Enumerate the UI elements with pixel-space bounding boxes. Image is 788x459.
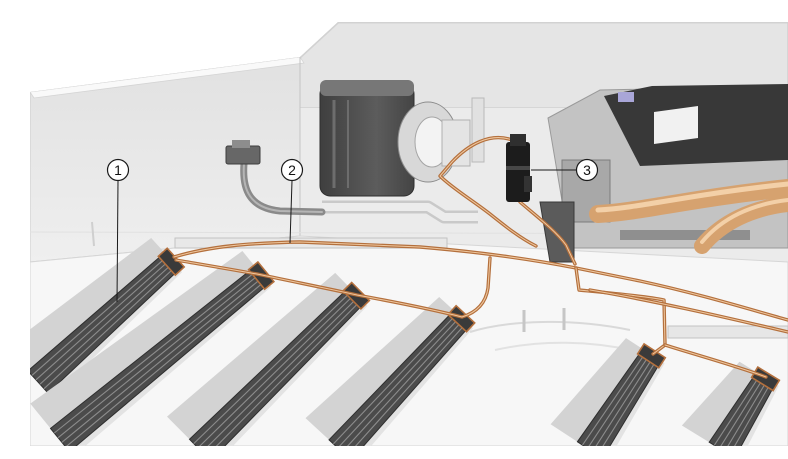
bracket-post — [471, 97, 485, 163]
battery-module-4-stripe — [346, 322, 468, 446]
coolant-hose-highlight — [700, 198, 788, 244]
harness-wire-core — [519, 201, 576, 265]
battery-module-1-stripe — [39, 262, 174, 385]
battery-module-4-slab — [305, 297, 454, 440]
wall-connector — [225, 145, 261, 165]
callout-1-circle — [106, 158, 130, 182]
battery-module-2-stripe — [57, 272, 261, 439]
connector-cap — [510, 134, 526, 146]
battery-module-4-stripe — [333, 313, 458, 445]
battery-module-3-edge — [210, 302, 368, 446]
battery-module-4-edge — [351, 325, 473, 446]
battery-module-3-stripe — [201, 296, 359, 446]
battery-module-1-slab — [30, 238, 165, 371]
battery-module-2-edge — [69, 283, 272, 446]
harness-wire-core — [173, 241, 788, 321]
coolant-hose-highlight — [595, 181, 788, 213]
harness-connector — [506, 134, 532, 202]
wall-connector-plug — [232, 140, 250, 148]
battery-module-2-stripe — [65, 279, 267, 446]
battery-module-5-stripe — [597, 358, 658, 446]
battery-module-6-stripe — [718, 376, 765, 446]
battery-module-4-terminal — [446, 304, 476, 333]
callout-2: 2 — [280, 158, 304, 244]
battery-module-5-stripe — [592, 355, 655, 446]
right-floor-tube — [667, 325, 788, 339]
motor-top-cap — [320, 80, 414, 96]
battery-module-2-slab — [30, 251, 255, 429]
battery-module-3-stripe — [193, 289, 353, 444]
battery-module-5-stripe — [587, 353, 651, 446]
coolant-hose — [694, 196, 788, 254]
callout-3: 3 — [531, 158, 599, 182]
battery-module-2-stripe — [61, 276, 264, 443]
callout-2-circle — [280, 158, 304, 182]
battery-module-5-slab — [550, 338, 643, 442]
coolant-pump-motor — [319, 80, 471, 197]
callout-1-label: 1 — [114, 162, 122, 178]
battery-module-1-edge — [48, 269, 183, 398]
connector-body — [506, 142, 530, 202]
battery-module-1-stripe — [31, 255, 168, 376]
battery-module-5-edge — [602, 361, 665, 446]
battery-module-6-stripe — [729, 381, 773, 446]
module-label-plate — [654, 106, 698, 144]
connector-latch — [524, 176, 532, 192]
floor-post — [91, 221, 95, 247]
battery-module-2-stripe — [53, 269, 259, 434]
callout-1: 1 — [106, 158, 130, 303]
battery-module-4-stripe — [341, 319, 465, 446]
coolant-hose — [589, 179, 788, 223]
harness-wire-core — [664, 344, 767, 378]
battery-module-6-stripe — [724, 378, 769, 446]
battery-module-3-stripe — [205, 299, 362, 446]
harness-wire-core — [589, 289, 788, 333]
callout-2-label: 2 — [288, 162, 296, 178]
battery-module-3-stripe — [197, 293, 356, 446]
battery-module-1-stripe — [43, 265, 177, 390]
battery-module-5-stripe — [582, 351, 647, 446]
battery-module-6-slab — [681, 361, 757, 443]
floor-rib — [469, 320, 631, 333]
battery-module-5-terminal — [636, 342, 667, 369]
battery-module-1-stripe — [35, 258, 171, 381]
callout-1-leader — [116, 180, 119, 303]
connector-band — [506, 166, 530, 170]
harness-wire-core — [175, 257, 491, 318]
harness-wire-core — [439, 137, 537, 247]
battery-module-6-edge — [734, 383, 779, 446]
wall-connector-cable-highlight — [242, 163, 323, 213]
callout-3-label: 3 — [583, 162, 591, 178]
module-terminal — [620, 230, 750, 240]
callout-2-leader — [289, 180, 293, 244]
battery-module-6-stripe — [713, 374, 761, 446]
motor-base-pipe-face — [322, 203, 478, 221]
module-clip — [618, 92, 634, 102]
callout-3-circle — [575, 158, 599, 182]
battery-module-4-stripe — [337, 316, 461, 446]
wiring-harness — [172, 135, 788, 379]
battery-modules — [30, 238, 781, 446]
battery-module-3-slab — [167, 272, 350, 440]
harness-wire-core — [575, 267, 666, 355]
